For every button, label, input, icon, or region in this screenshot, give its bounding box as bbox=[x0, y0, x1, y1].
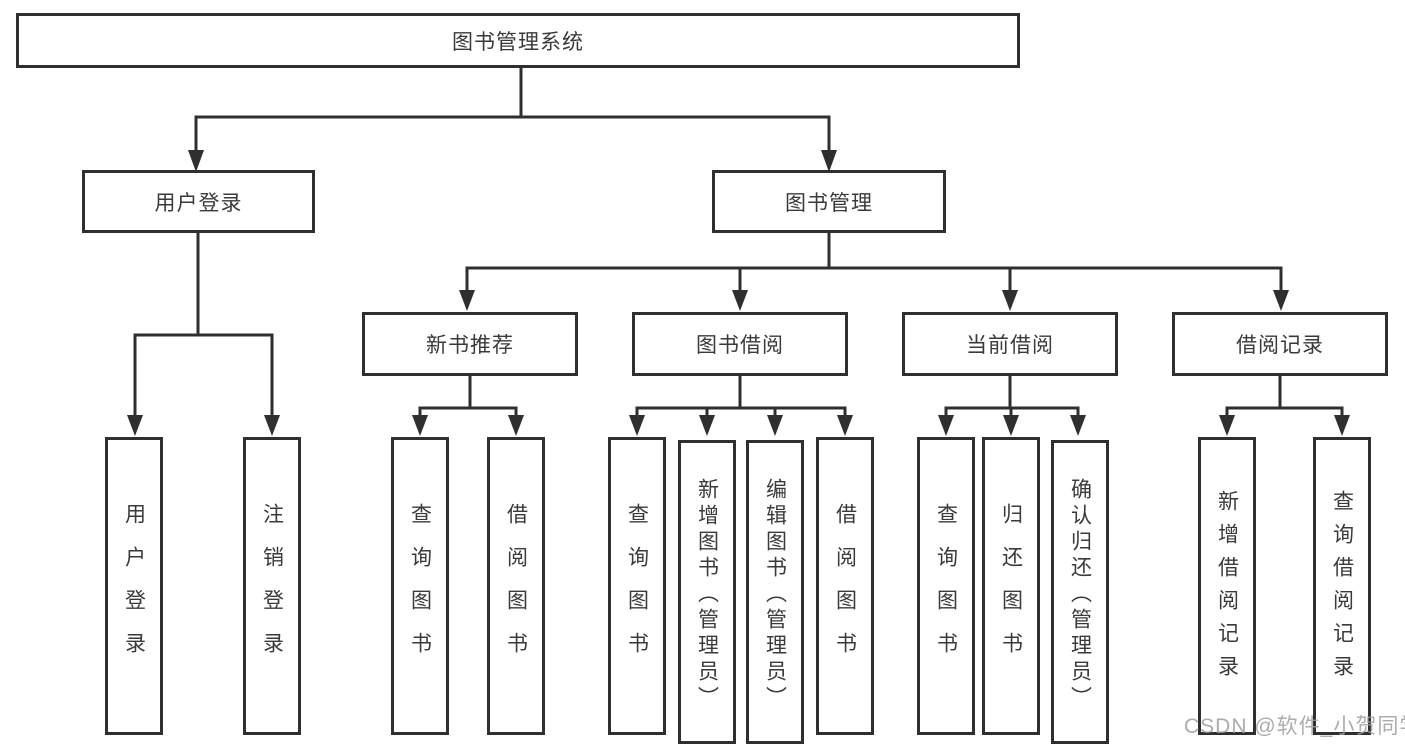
leaf-add-books-admin: 新增图书（管理员） bbox=[678, 440, 736, 744]
leaf-query-books-borrowing: 查询图书 bbox=[608, 437, 666, 735]
leaf-logout: 注销登录 bbox=[243, 437, 301, 735]
connector-root bbox=[188, 68, 837, 172]
leaf-query-books-recommend: 查询图书 bbox=[391, 437, 449, 735]
connector-book-borrowing bbox=[629, 376, 853, 436]
leaf-borrow-books-borrowing: 借阅图书 bbox=[816, 437, 874, 735]
leaf-confirm-return-admin: 确认归还（管理员） bbox=[1051, 440, 1109, 744]
node-current-borrowing: 当前借阅 bbox=[902, 312, 1118, 376]
connector-user-login bbox=[127, 233, 280, 436]
leaf-query-books-current: 查询图书 bbox=[917, 437, 975, 735]
node-library-management-system: 图书管理系统 bbox=[16, 13, 1020, 68]
leaf-return-books: 归还图书 bbox=[982, 437, 1040, 735]
leaf-borrow-books-recommend: 借阅图书 bbox=[487, 437, 545, 735]
connector-book-management bbox=[459, 233, 1289, 311]
node-user-login: 用户登录 bbox=[82, 170, 315, 233]
leaf-add-borrow-record: 新增借阅记录 bbox=[1198, 437, 1256, 735]
node-new-book-recommend: 新书推荐 bbox=[362, 312, 578, 376]
node-borrowing-records: 借阅记录 bbox=[1172, 312, 1388, 376]
connector-new-book-recommend bbox=[412, 376, 524, 436]
connector-borrowing-records bbox=[1219, 376, 1350, 436]
node-book-borrowing: 图书借阅 bbox=[632, 312, 848, 376]
leaf-query-borrow-record: 查询借阅记录 bbox=[1313, 437, 1371, 735]
leaf-edit-books-admin: 编辑图书（管理员） bbox=[746, 440, 804, 744]
node-book-management: 图书管理 bbox=[712, 170, 946, 233]
csdn-watermark: CSDN @软件_小贺同学 bbox=[1184, 715, 1405, 738]
connector-current-borrowing bbox=[938, 376, 1086, 436]
leaf-user-login: 用户登录 bbox=[105, 437, 163, 735]
